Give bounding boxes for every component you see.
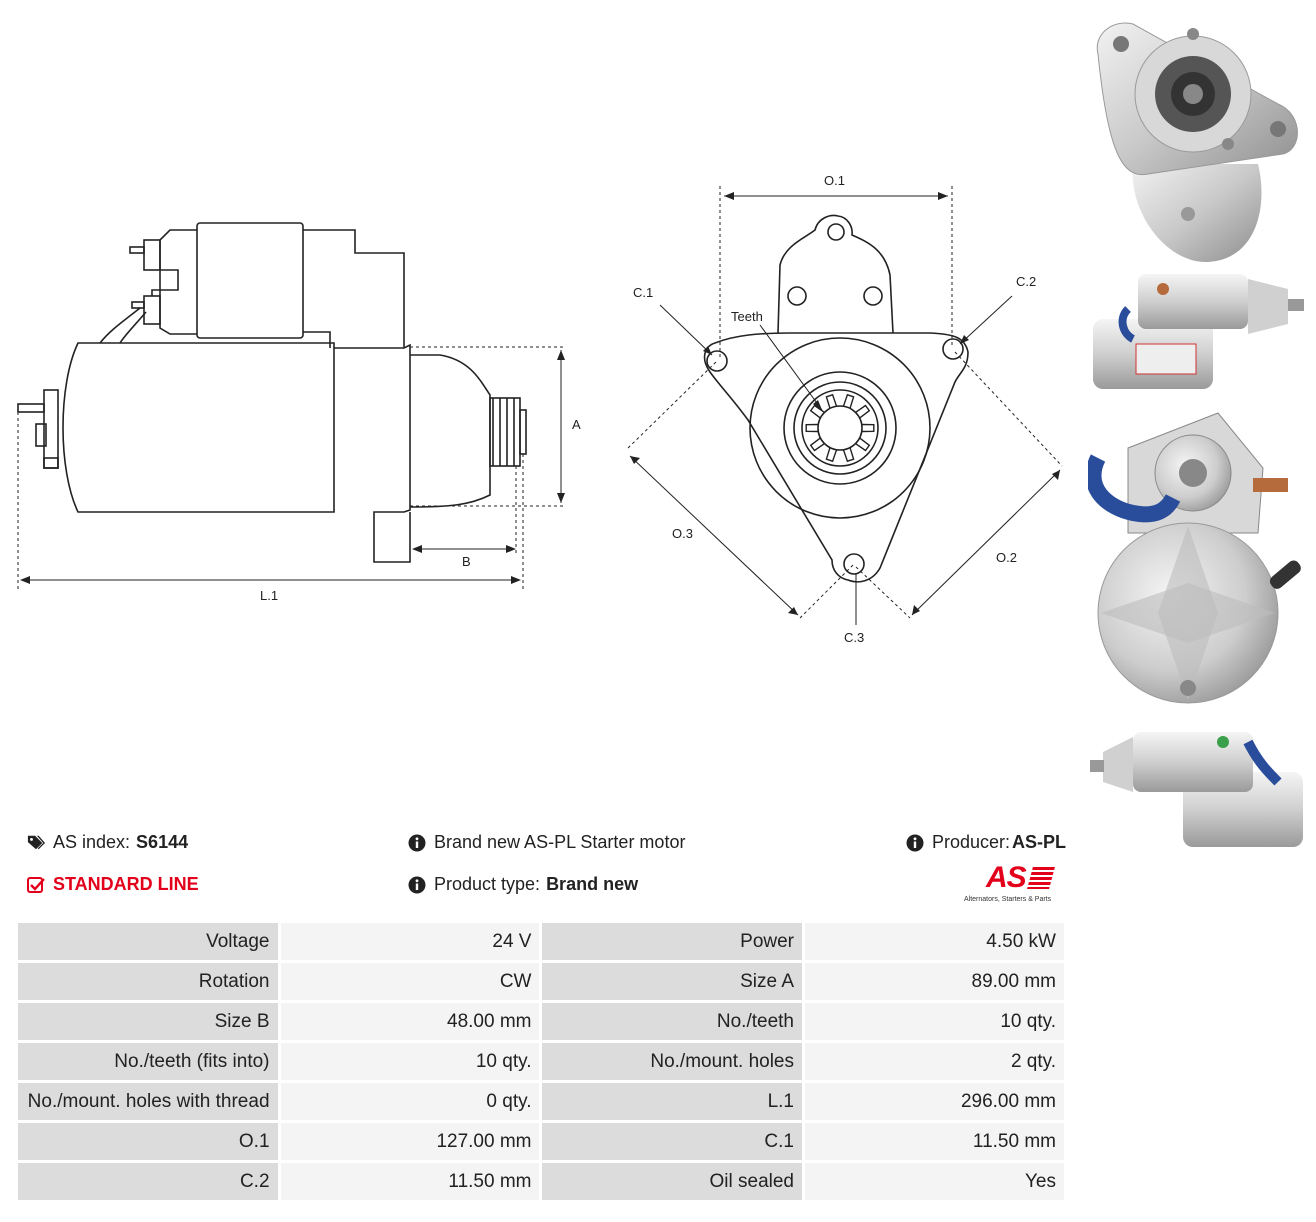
dim-label-o3: O.3 [672, 526, 693, 541]
side-view-drawing: A B L.1 [17, 222, 581, 603]
spec-value: 127.00 mm [280, 1123, 540, 1160]
product-type-label: Product type: [434, 874, 541, 894]
spec-label: Size A [542, 963, 802, 1000]
product-line-row: STANDARD LINE [27, 874, 199, 895]
product-type-row: Product type: Brand new [408, 874, 638, 895]
dim-label-teeth: Teeth [731, 309, 763, 324]
spec-value: 4.50 kW [805, 923, 1064, 960]
spec-value: 89.00 mm [805, 963, 1064, 1000]
spec-value: 48.00 mm [280, 1003, 540, 1040]
spec-label: No./teeth [542, 1003, 802, 1040]
spec-label: C.1 [542, 1123, 802, 1160]
info-icon [906, 834, 924, 851]
spec-value: 2 qty. [805, 1043, 1064, 1080]
product-type-value: Brand new [546, 874, 639, 894]
dim-label-c3: C.3 [844, 630, 864, 645]
front-view-drawing: O.1 C.1 C.2 Teeth O.3 O.2 C.3 [626, 173, 1063, 645]
spec-value: CW [280, 963, 540, 1000]
as-index-value: S6144 [136, 832, 189, 852]
gear-tooth [855, 404, 871, 419]
logo-text: AS [986, 861, 1027, 894]
spec-label: Oil sealed [542, 1163, 802, 1200]
description-row: Brand new AS-PL Starter motor [408, 832, 685, 853]
dim-label-o1: O.1 [824, 173, 845, 188]
spec-label: O.1 [18, 1123, 278, 1160]
spec-label: No./mount. holes [542, 1043, 802, 1080]
dim-label-c1: C.1 [633, 285, 653, 300]
logo-stripes [1027, 867, 1055, 889]
spec-value: 296.00 mm [805, 1083, 1064, 1120]
as-pl-logo: AS Alternators, Starters & Parts [964, 862, 1070, 906]
gear-tooth [842, 393, 855, 409]
spec-value: 24 V [280, 923, 540, 960]
product-photo-side-top [1093, 274, 1304, 389]
info-icon [408, 834, 426, 851]
producer-row: Producer: AS-PL [906, 832, 1066, 853]
gear-tooth [825, 393, 838, 409]
spec-value: 11.50 mm [280, 1163, 540, 1200]
gear-tooth [809, 437, 825, 452]
spec-label: C.2 [18, 1163, 278, 1200]
spec-value: 0 qty. [280, 1083, 540, 1120]
product-photo-rear [1088, 412, 1301, 704]
spec-label: Power [542, 923, 802, 960]
gear-tooth [861, 423, 875, 433]
dim-label-a: A [572, 417, 581, 432]
gear-tooth [805, 423, 819, 433]
info-icon [408, 876, 426, 893]
dim-label-b: B [462, 554, 471, 569]
logo-tagline: Alternators, Starters & Parts [964, 896, 1052, 903]
product-line-label: STANDARD LINE [53, 874, 199, 894]
spec-value: 10 qty. [805, 1003, 1064, 1040]
product-photo-front [1096, 22, 1298, 263]
description-text: Brand new AS-PL Starter motor [434, 832, 686, 852]
gear-tooth [855, 437, 871, 452]
producer-label: Producer: [932, 832, 1011, 852]
tags-icon [27, 835, 45, 849]
checkbox-checked-icon [27, 876, 45, 893]
dim-label-o2: O.2 [996, 550, 1017, 565]
spec-row: No./teeth (fits into)10 qty.No./mount. h… [18, 1043, 1064, 1080]
spec-label: No./teeth (fits into) [18, 1043, 278, 1080]
gear-tooth [842, 447, 855, 463]
gear-tooth [809, 404, 825, 419]
spec-value: 10 qty. [280, 1043, 540, 1080]
spec-value: Yes [805, 1163, 1064, 1200]
spec-label: Voltage [18, 923, 278, 960]
spec-label: No./mount. holes with thread [18, 1083, 278, 1120]
product-photo-side-bottom [1090, 732, 1303, 847]
as-index-row: AS index: S6144 [27, 832, 188, 853]
spec-label: Rotation [18, 963, 278, 1000]
spec-label: Size B [18, 1003, 278, 1040]
spec-value: 11.50 mm [805, 1123, 1064, 1160]
as-index-label: AS index: [53, 832, 131, 852]
gear-tooth [825, 447, 838, 463]
dim-label-l1: L.1 [260, 588, 278, 603]
dim-label-c2: C.2 [1016, 274, 1036, 289]
producer-value: AS-PL [1012, 832, 1067, 852]
spec-label: L.1 [542, 1083, 802, 1120]
